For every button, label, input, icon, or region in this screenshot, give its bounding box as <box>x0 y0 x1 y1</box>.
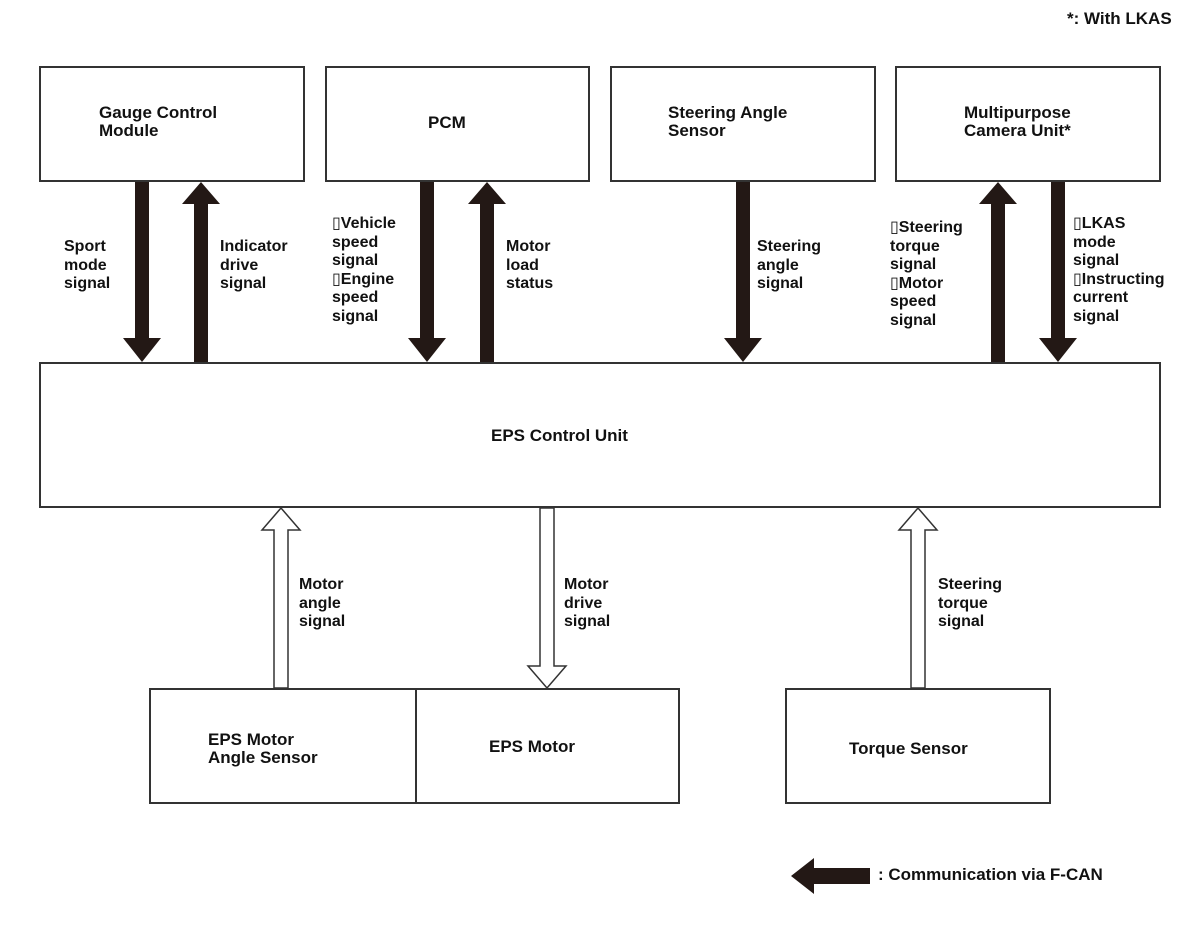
indicator-drive-signal-label: Indicator drive signal <box>220 238 288 292</box>
sport-mode-arrow <box>123 182 161 362</box>
multipurpose-camera-unit-label: Multipurpose Camera Unit* <box>964 103 1071 140</box>
pcm-box <box>325 66 590 182</box>
motor-drive-signal-label: Motor drive signal <box>564 576 611 630</box>
indicator-drive-arrow <box>182 182 220 362</box>
eps-motor-angle-sensor-label: EPS Motor Angle Sensor <box>208 730 318 767</box>
legend-arrow <box>791 858 870 894</box>
eps-motor-label: EPS Motor <box>489 737 575 756</box>
eps-control-unit-box <box>39 362 1161 508</box>
torque-sensor-box <box>785 688 1051 804</box>
camera-output-arrow <box>1039 182 1077 362</box>
steering-angle-signal-label: Steering angle signal <box>757 238 822 292</box>
eps-control-unit-label: EPS Control Unit <box>491 426 628 445</box>
legend-label: : Communication via F-CAN <box>878 865 1103 884</box>
motor-angle-signal-label: Motor angle signal <box>299 576 346 630</box>
vehicle-engine-speed-arrow <box>408 182 446 362</box>
gauge-control-module-box <box>39 66 305 182</box>
vehicle-engine-speed-signal-label: ▯Vehicle speed signal ▯Engine speed sign… <box>332 215 396 325</box>
motor-angle-arrow <box>260 506 302 689</box>
gauge-control-module-label: Gauge Control Module <box>99 103 218 140</box>
motor-drive-arrow <box>526 507 568 690</box>
motor-load-arrow <box>468 182 506 362</box>
steering-angle-sensor-label: Steering Angle Sensor <box>668 103 788 140</box>
steering-angle-sensor-box <box>610 66 876 182</box>
pcm-label: PCM <box>428 113 466 132</box>
eps-motor-box <box>415 688 680 804</box>
camera-input-signal-label: ▯Steering torque signal ▯Motor speed sig… <box>890 219 963 329</box>
motor-load-status-label: Motor load status <box>506 238 554 292</box>
footnote: *: With LKAS <box>1067 9 1172 28</box>
steering-angle-arrow <box>724 182 762 362</box>
steering-torque-arrow <box>897 506 939 689</box>
multipurpose-camera-unit-box <box>895 66 1161 182</box>
camera-input-arrow <box>979 182 1017 362</box>
torque-sensor-label: Torque Sensor <box>849 739 968 758</box>
sport-mode-signal-label: Sport mode signal <box>64 238 111 292</box>
eps-motor-angle-sensor-box <box>149 688 417 804</box>
steering-torque-signal-label: Steering torque signal <box>938 576 1003 630</box>
camera-output-signal-label: ▯LKAS mode signal ▯Instructing current s… <box>1073 215 1165 325</box>
